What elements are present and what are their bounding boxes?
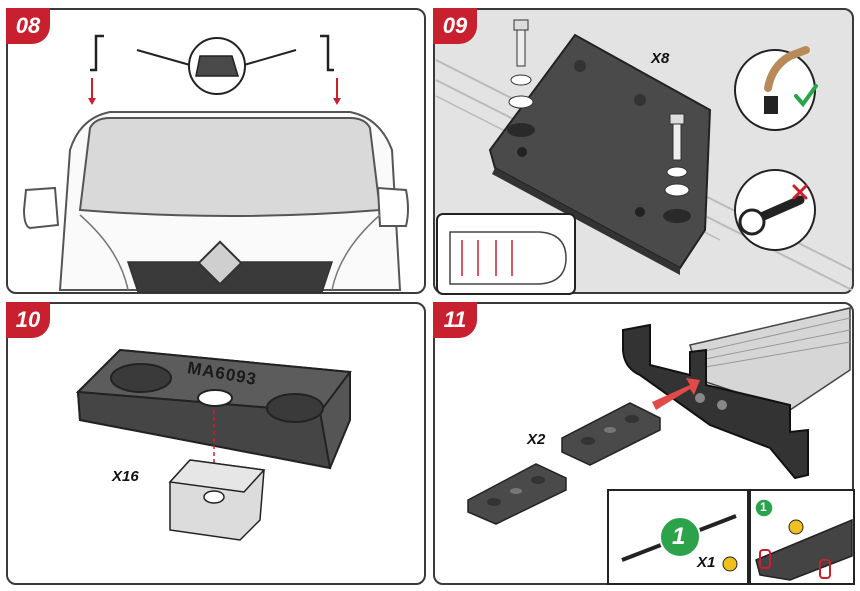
right-roof-bracket [320, 34, 334, 72]
warning-icon [722, 556, 738, 572]
cross-icon [792, 184, 808, 200]
step-number-badge-11: 11 [433, 302, 477, 338]
step-number-badge-08: 08 [6, 8, 50, 44]
hand-icon [764, 46, 810, 92]
insert-upper [561, 402, 661, 466]
ma6093-block [75, 348, 352, 470]
sub-step-number: 1 [672, 523, 686, 550]
step-number-badge-09: 09 [433, 8, 477, 44]
bolt-right [663, 113, 691, 223]
check-icon [794, 84, 818, 108]
step-number-badge-10: 10 [6, 302, 50, 338]
sub-step-number-right: 1 [760, 500, 767, 514]
step-10-quantity: X16 [112, 468, 139, 485]
insert-lower [467, 463, 567, 525]
warning-icon-right [788, 519, 804, 535]
left-roof-bracket [90, 34, 104, 72]
step-11-sub-quantity: X1 [697, 554, 716, 571]
step-09-quantity: X8 [651, 50, 670, 67]
sub-step-badge-right [754, 498, 774, 518]
bracket-detail-icon [195, 55, 240, 77]
sub-step-badge [659, 516, 701, 558]
van-front-illustration [22, 111, 409, 293]
insert-direction-arrow [652, 378, 700, 410]
step-11-quantity: X2 [527, 431, 546, 448]
bolt-left [507, 19, 535, 137]
rail-end-cap [622, 323, 809, 480]
square-spacer [168, 459, 266, 541]
